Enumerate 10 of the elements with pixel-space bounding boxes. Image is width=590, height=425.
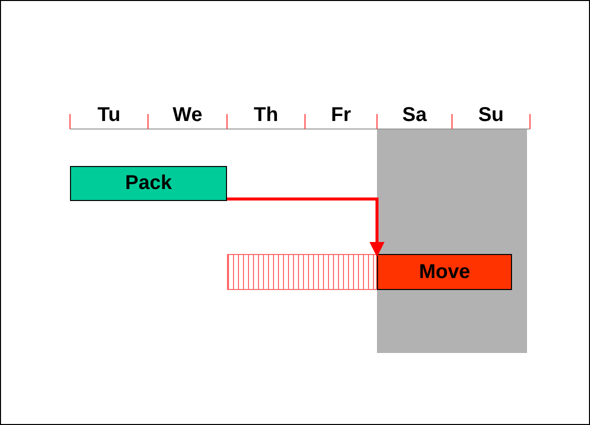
day-label: Fr	[330, 104, 352, 127]
day-label: Th	[252, 104, 280, 127]
day-label: Sa	[401, 104, 428, 127]
day-label: We	[172, 104, 204, 127]
day-label: Tu	[96, 104, 122, 127]
task-bar: Move	[377, 254, 512, 290]
slack-bar	[227, 254, 377, 290]
arrow	[227, 198, 384, 257]
task-bar: Pack	[70, 166, 227, 201]
day-label: Su	[477, 104, 505, 127]
